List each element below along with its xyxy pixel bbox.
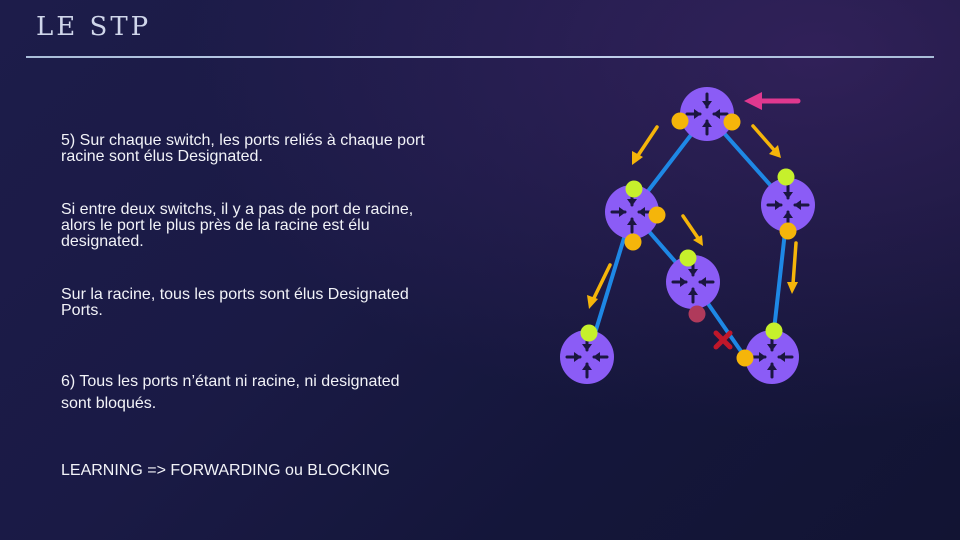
designated-arrows [587,124,798,309]
designated-port [624,233,642,251]
arrow-down-right-icon [681,214,703,246]
designated-port [648,206,666,224]
switch-bottom-right [745,330,799,384]
designated-port [779,222,797,240]
ports [580,112,797,367]
switch-bottom-left [560,330,614,384]
title-divider [26,56,934,58]
designated-port [671,112,689,130]
paragraph-port-states: LEARNING => FORWARDING ou BLOCKING [61,462,390,479]
paragraph-no-root-port-rule: Si entre deux switchs, il y a pas de por… [61,201,414,250]
designated-port [723,113,741,131]
blocked-port [688,305,706,323]
switch-left [605,185,659,239]
switch-middle [666,255,720,309]
root-port [679,249,697,267]
arrow-down-icon [787,241,798,294]
links [586,112,790,359]
blocked-link-x-icon [713,330,733,350]
designated-port [736,349,754,367]
page-title: LE STP [36,12,152,42]
root-port [777,168,795,186]
paragraph-root-bridge-rule: Sur la racine, tous les ports sont élus … [61,286,409,319]
arrow-down-right-icon [751,124,781,158]
root-port [625,180,643,198]
arrow-down-left-icon [587,263,612,309]
root-bridge-arrow-icon [744,92,801,110]
root-port [765,322,783,340]
arrow-down-left-icon [632,125,659,165]
root-port [580,324,598,342]
paragraph-blocked-rule: 6) Tous les ports n’étant ni racine, ni … [61,373,400,412]
root-bridge-switch [680,87,734,141]
switch-right [761,178,815,232]
paragraph-designated-rule: 5) Sur chaque switch, les ports reliés à… [61,132,425,165]
